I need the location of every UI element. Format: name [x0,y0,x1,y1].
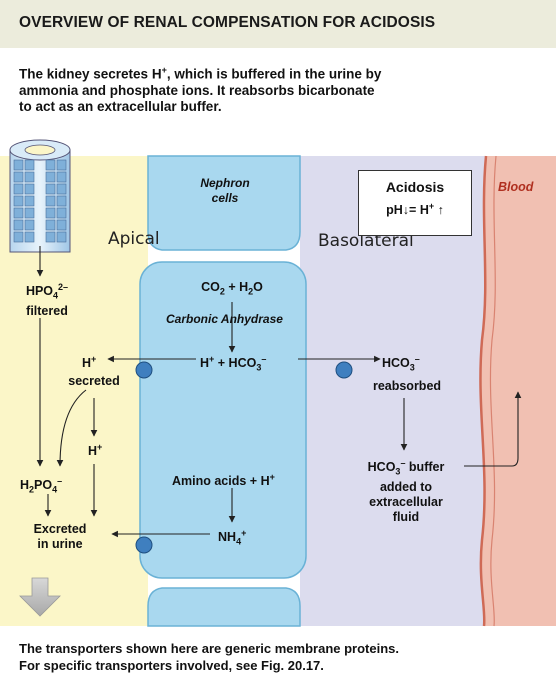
nephron-cell-main [139,261,307,579]
amino-acids-label: Amino acids + H+ [172,472,275,489]
transporter-apical-h [135,361,153,379]
nh4-label: NH4+ [218,528,247,547]
h-intermediate-label: H+ [88,442,103,459]
apical-label: Apical [108,229,160,249]
blood-vessel [480,156,556,626]
nephron-cells-label: Nephron cells [200,176,250,205]
intro-text: The kidney secretes H+, which is buffere… [19,65,382,114]
transporter-apical-nh4 [135,536,153,554]
acidosis-title: Acidosis [385,179,445,195]
arrow-down-icon: ↓ [402,203,410,218]
carbonic-anhydrase-label: Carbonic Anhydrase [166,312,283,326]
blood-label: Blood [498,180,534,194]
h-secreted-label: H+ secreted [68,354,120,389]
page-title: OVERVIEW OF RENAL COMPENSATION FOR ACIDO… [19,14,436,31]
blood-vessel-wall [479,155,488,627]
basolateral-label: Basolateral [318,231,414,251]
transporter-basolateral-hco3 [335,361,353,379]
excreted-in-urine-label: Excreted in urine [33,522,87,551]
blood-vessel-wall-inner [489,155,497,627]
co2-h2o-label: CO2 + H2O [201,280,263,297]
arrow-buffer-to-blood [464,391,522,467]
h-hco3-label: H+ + HCO3– [200,354,267,373]
hco3-buffer-label: HCO3– buffer added to extracellular flui… [367,458,445,524]
title-bar: OVERVIEW OF RENAL COMPENSATION FOR ACIDO… [0,0,556,48]
hpo4-filtered-label: HPO42– filtered [25,282,69,318]
acidosis-ph-relation: pH↓= H+ ↑ [386,201,444,218]
h2po4-label: H2PO4– [20,476,63,495]
excretion-arrow [19,577,61,617]
arrow-up-icon: ↑ [437,203,444,218]
hco3-reabsorbed-label: HCO3– reabsorbed [372,354,442,393]
arrow-secreted-to-h2po4 [56,389,87,467]
nephron-cell-top [147,155,301,251]
tubule-illustration [9,139,71,253]
nephron-cell-bottom [147,587,301,627]
acidosis-box: Acidosis pH↓= H+ ↑ [358,170,472,236]
footer-note: The transporters shown here are generic … [19,641,400,673]
